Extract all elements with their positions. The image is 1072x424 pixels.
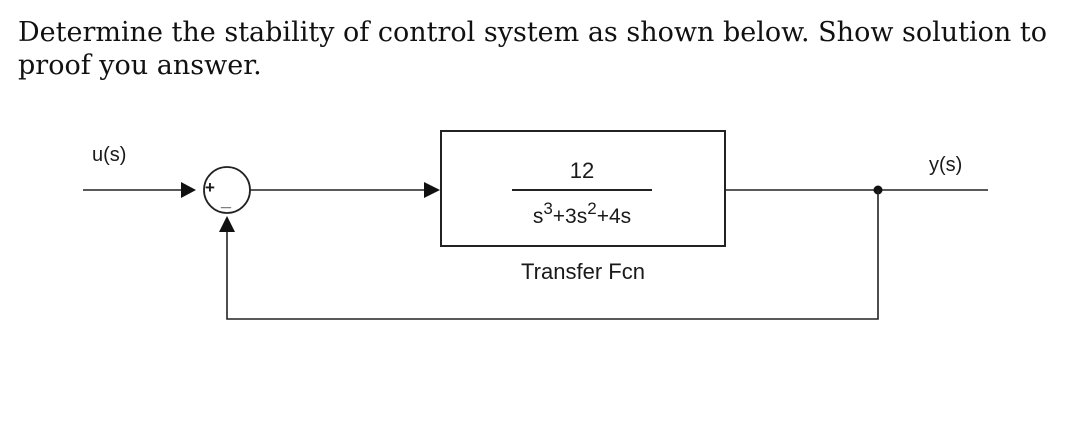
block-caption: Transfer Fcn <box>521 259 645 284</box>
block-input-arrowhead <box>424 182 440 198</box>
transfer-function-block <box>440 130 726 247</box>
question-line-2: proof you answer. <box>18 50 262 81</box>
question-line-1: Determine the stability of control syste… <box>18 17 1047 48</box>
tf-numerator: 12 <box>570 158 594 183</box>
input-label: u(s) <box>92 144 126 166</box>
sum-plus-sign: + <box>205 178 215 197</box>
output-label: y(s) <box>929 154 962 176</box>
question-text: Determine the stability of control syste… <box>18 16 1058 82</box>
feedback-arrowhead <box>219 216 235 232</box>
input-arrowhead <box>181 182 196 198</box>
feedback-path <box>226 190 879 320</box>
sum-minus-sign: _ <box>220 190 232 210</box>
tf-denominator: s3+3s2+4s <box>533 199 631 228</box>
